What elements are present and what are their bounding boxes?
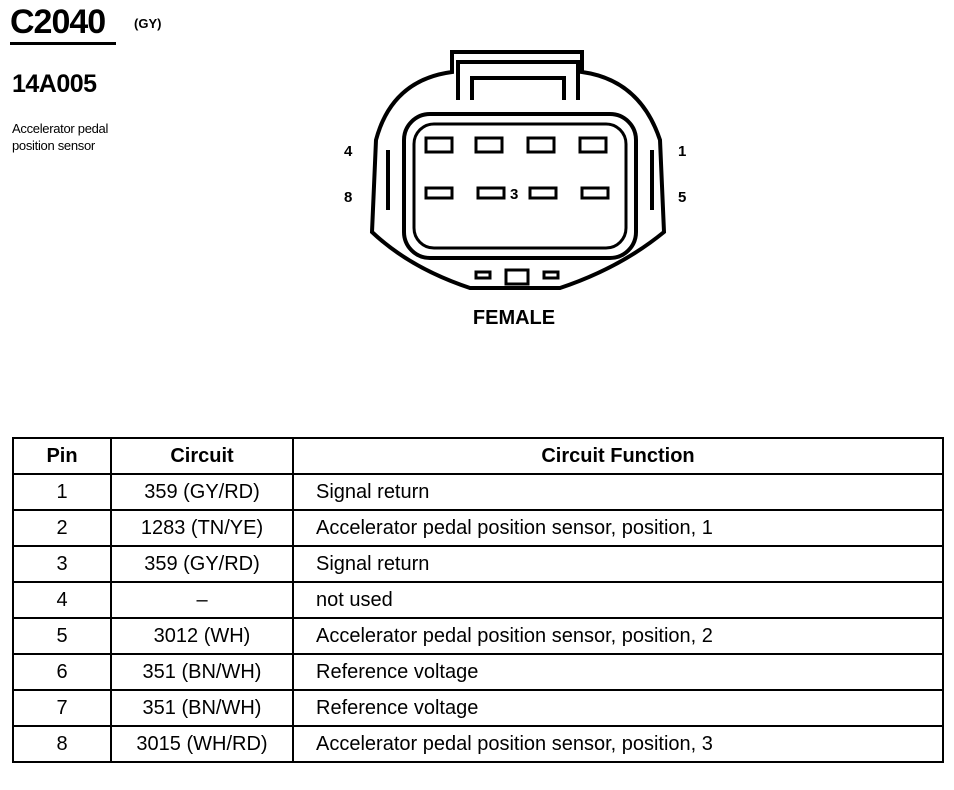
pin-number: 5 <box>12 617 112 655</box>
table-row: 3 359 (GY/RD) Signal return <box>12 545 944 583</box>
pin-label-5: 5 <box>678 189 686 206</box>
pin-cavity-5 <box>580 186 610 200</box>
connector-inner-housing <box>402 112 638 260</box>
circuit-function: Signal return <box>292 545 944 583</box>
pin-cavity-3-top <box>474 136 504 154</box>
table-row: 5 3012 (WH) Accelerator pedal position s… <box>12 617 944 655</box>
circuit-function: Reference voltage <box>292 653 944 691</box>
pin-number: 8 <box>12 725 112 763</box>
side-ridges <box>386 150 654 210</box>
pin-cavity-7 <box>476 186 506 200</box>
pin-label-3: 3 <box>510 186 518 203</box>
part-number: 14A005 <box>12 70 97 98</box>
pin-cavity-8 <box>424 186 454 200</box>
pin-number: 3 <box>12 545 112 583</box>
pin-number: 6 <box>12 653 112 691</box>
connector-gender-label: FEMALE <box>472 307 556 329</box>
connector-outer-shell <box>369 50 667 290</box>
header-pin: Pin <box>12 437 112 475</box>
pin-cavity-1 <box>578 136 608 154</box>
connector-inner-well <box>412 122 628 250</box>
circuit: 351 (BN/WH) <box>110 689 294 727</box>
description-line-1: Accelerator pedal <box>12 121 109 136</box>
connector-id: C2040 <box>10 3 106 41</box>
pin-label-1: 1 <box>678 143 686 160</box>
circuit: 359 (GY/RD) <box>110 545 294 583</box>
circuit: 359 (GY/RD) <box>110 473 294 511</box>
connector-latch <box>456 60 580 100</box>
circuit: – <box>110 581 294 619</box>
table-row: 2 1283 (TN/YE) Accelerator pedal positio… <box>12 509 944 547</box>
circuit-function: Reference voltage <box>292 689 944 727</box>
pin-cavity-4 <box>424 136 454 154</box>
pin-number: 4 <box>12 581 112 619</box>
header-circuit: Circuit <box>110 437 294 475</box>
circuit: 3012 (WH) <box>110 617 294 655</box>
table-row: 1 359 (GY/RD) Signal return <box>12 473 944 511</box>
circuit: 351 (BN/WH) <box>110 653 294 691</box>
circuit-function: Signal return <box>292 473 944 511</box>
header-circuit-function: Circuit Function <box>292 437 944 475</box>
pin-number: 1 <box>12 473 112 511</box>
circuit-function: Accelerator pedal position sensor, posit… <box>292 509 944 547</box>
circuit: 3015 (WH/RD) <box>110 725 294 763</box>
keying-marks <box>474 268 560 286</box>
pin-cavity-6 <box>528 186 558 200</box>
connector-id-underline <box>10 42 116 45</box>
connector-color-code: (GY) <box>134 16 162 31</box>
table-row: 8 3015 (WH/RD) Accelerator pedal positio… <box>12 725 944 763</box>
pin-label-8: 8 <box>344 189 352 206</box>
pin-cavity-2 <box>526 136 556 154</box>
circuit-function: Accelerator pedal position sensor, posit… <box>292 617 944 655</box>
connector-face-diagram: 4 1 8 5 3 <box>344 50 686 290</box>
pin-table-header: Pin Circuit Circuit Function <box>12 437 944 475</box>
circuit: 1283 (TN/YE) <box>110 509 294 547</box>
circuit-function: not used <box>292 581 944 619</box>
table-row: 4 – not used <box>12 581 944 619</box>
circuit-function: Accelerator pedal position sensor, posit… <box>292 725 944 763</box>
description-line-2: position sensor <box>12 138 95 153</box>
table-row: 7 351 (BN/WH) Reference voltage <box>12 689 944 727</box>
pin-label-4: 4 <box>344 143 353 160</box>
pin-table: Pin Circuit Circuit Function 1 359 (GY/R… <box>12 437 944 763</box>
connector-description: Accelerator pedal position sensor <box>12 120 172 154</box>
table-row: 6 351 (BN/WH) Reference voltage <box>12 653 944 691</box>
pin-number: 7 <box>12 689 112 727</box>
pin-number: 2 <box>12 509 112 547</box>
